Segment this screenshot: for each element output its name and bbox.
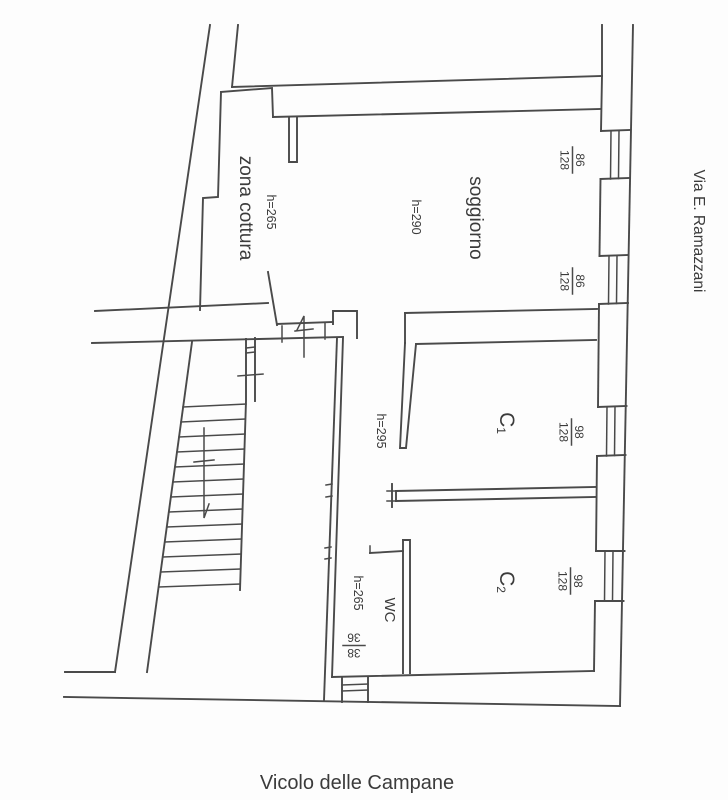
- right-wall: [593, 75, 603, 672]
- label-zona-cottura-height: h=265: [264, 194, 278, 229]
- svg-text:98: 98: [572, 425, 586, 439]
- svg-text:86: 86: [573, 274, 587, 288]
- svg-text:98: 98: [571, 574, 585, 588]
- c1-c2-partition: [386, 483, 597, 508]
- window-symbol-2: [598, 254, 630, 305]
- window-label-2: 86 128: [558, 267, 587, 295]
- label-zona-cottura: zona cottura: [235, 156, 256, 261]
- street-lines: [63, 23, 634, 707]
- svg-text:128: 128: [558, 150, 572, 170]
- window-symbol-4: [594, 550, 626, 602]
- soggiorno-c1-wall: [399, 308, 598, 449]
- label-soggiorno-height: h=290: [409, 199, 423, 234]
- svg-text:128: 128: [558, 271, 572, 291]
- window-symbol-3: [596, 405, 628, 457]
- label-wc-height: h=265: [351, 575, 365, 610]
- window-label-wc: 38 36: [342, 631, 366, 660]
- street-name-bottom: Vicolo delle Campane: [260, 772, 454, 794]
- label-corridor-height: h=295: [374, 413, 388, 448]
- window-symbol-wc: [341, 676, 369, 703]
- bottom-wall: [331, 670, 595, 678]
- svg-text:38: 38: [347, 646, 361, 660]
- stairs: [145, 337, 264, 674]
- label-room-c2: C2: [494, 571, 518, 593]
- street-names: Via E. Ramazzani Vicolo delle Campane: [260, 170, 707, 794]
- window-label-1: 86 128: [558, 146, 587, 174]
- entry-arrow: [294, 315, 314, 358]
- window-label-3: 98 128: [557, 418, 586, 446]
- c2-wc-walls: [368, 539, 411, 674]
- label-room-c1: C1: [494, 412, 518, 434]
- zona-cottura-walls: [199, 75, 603, 327]
- stairs-arrow: [193, 427, 215, 519]
- street-name-right: Via E. Ramazzani: [690, 170, 707, 293]
- window-label-4: 98 128: [556, 567, 585, 595]
- svg-text:128: 128: [557, 422, 571, 442]
- corridor-walls: [323, 337, 344, 701]
- entry-area: [276, 310, 358, 343]
- svg-text:36: 36: [347, 631, 361, 645]
- svg-text:86: 86: [573, 153, 587, 167]
- window-symbol-1: [599, 129, 631, 180]
- label-wc: WC: [381, 598, 398, 623]
- labels: zona cottura h=265 soggiorno h=290 h=295…: [235, 156, 518, 623]
- svg-text:128: 128: [556, 571, 570, 591]
- label-soggiorno: soggiorno: [465, 176, 486, 259]
